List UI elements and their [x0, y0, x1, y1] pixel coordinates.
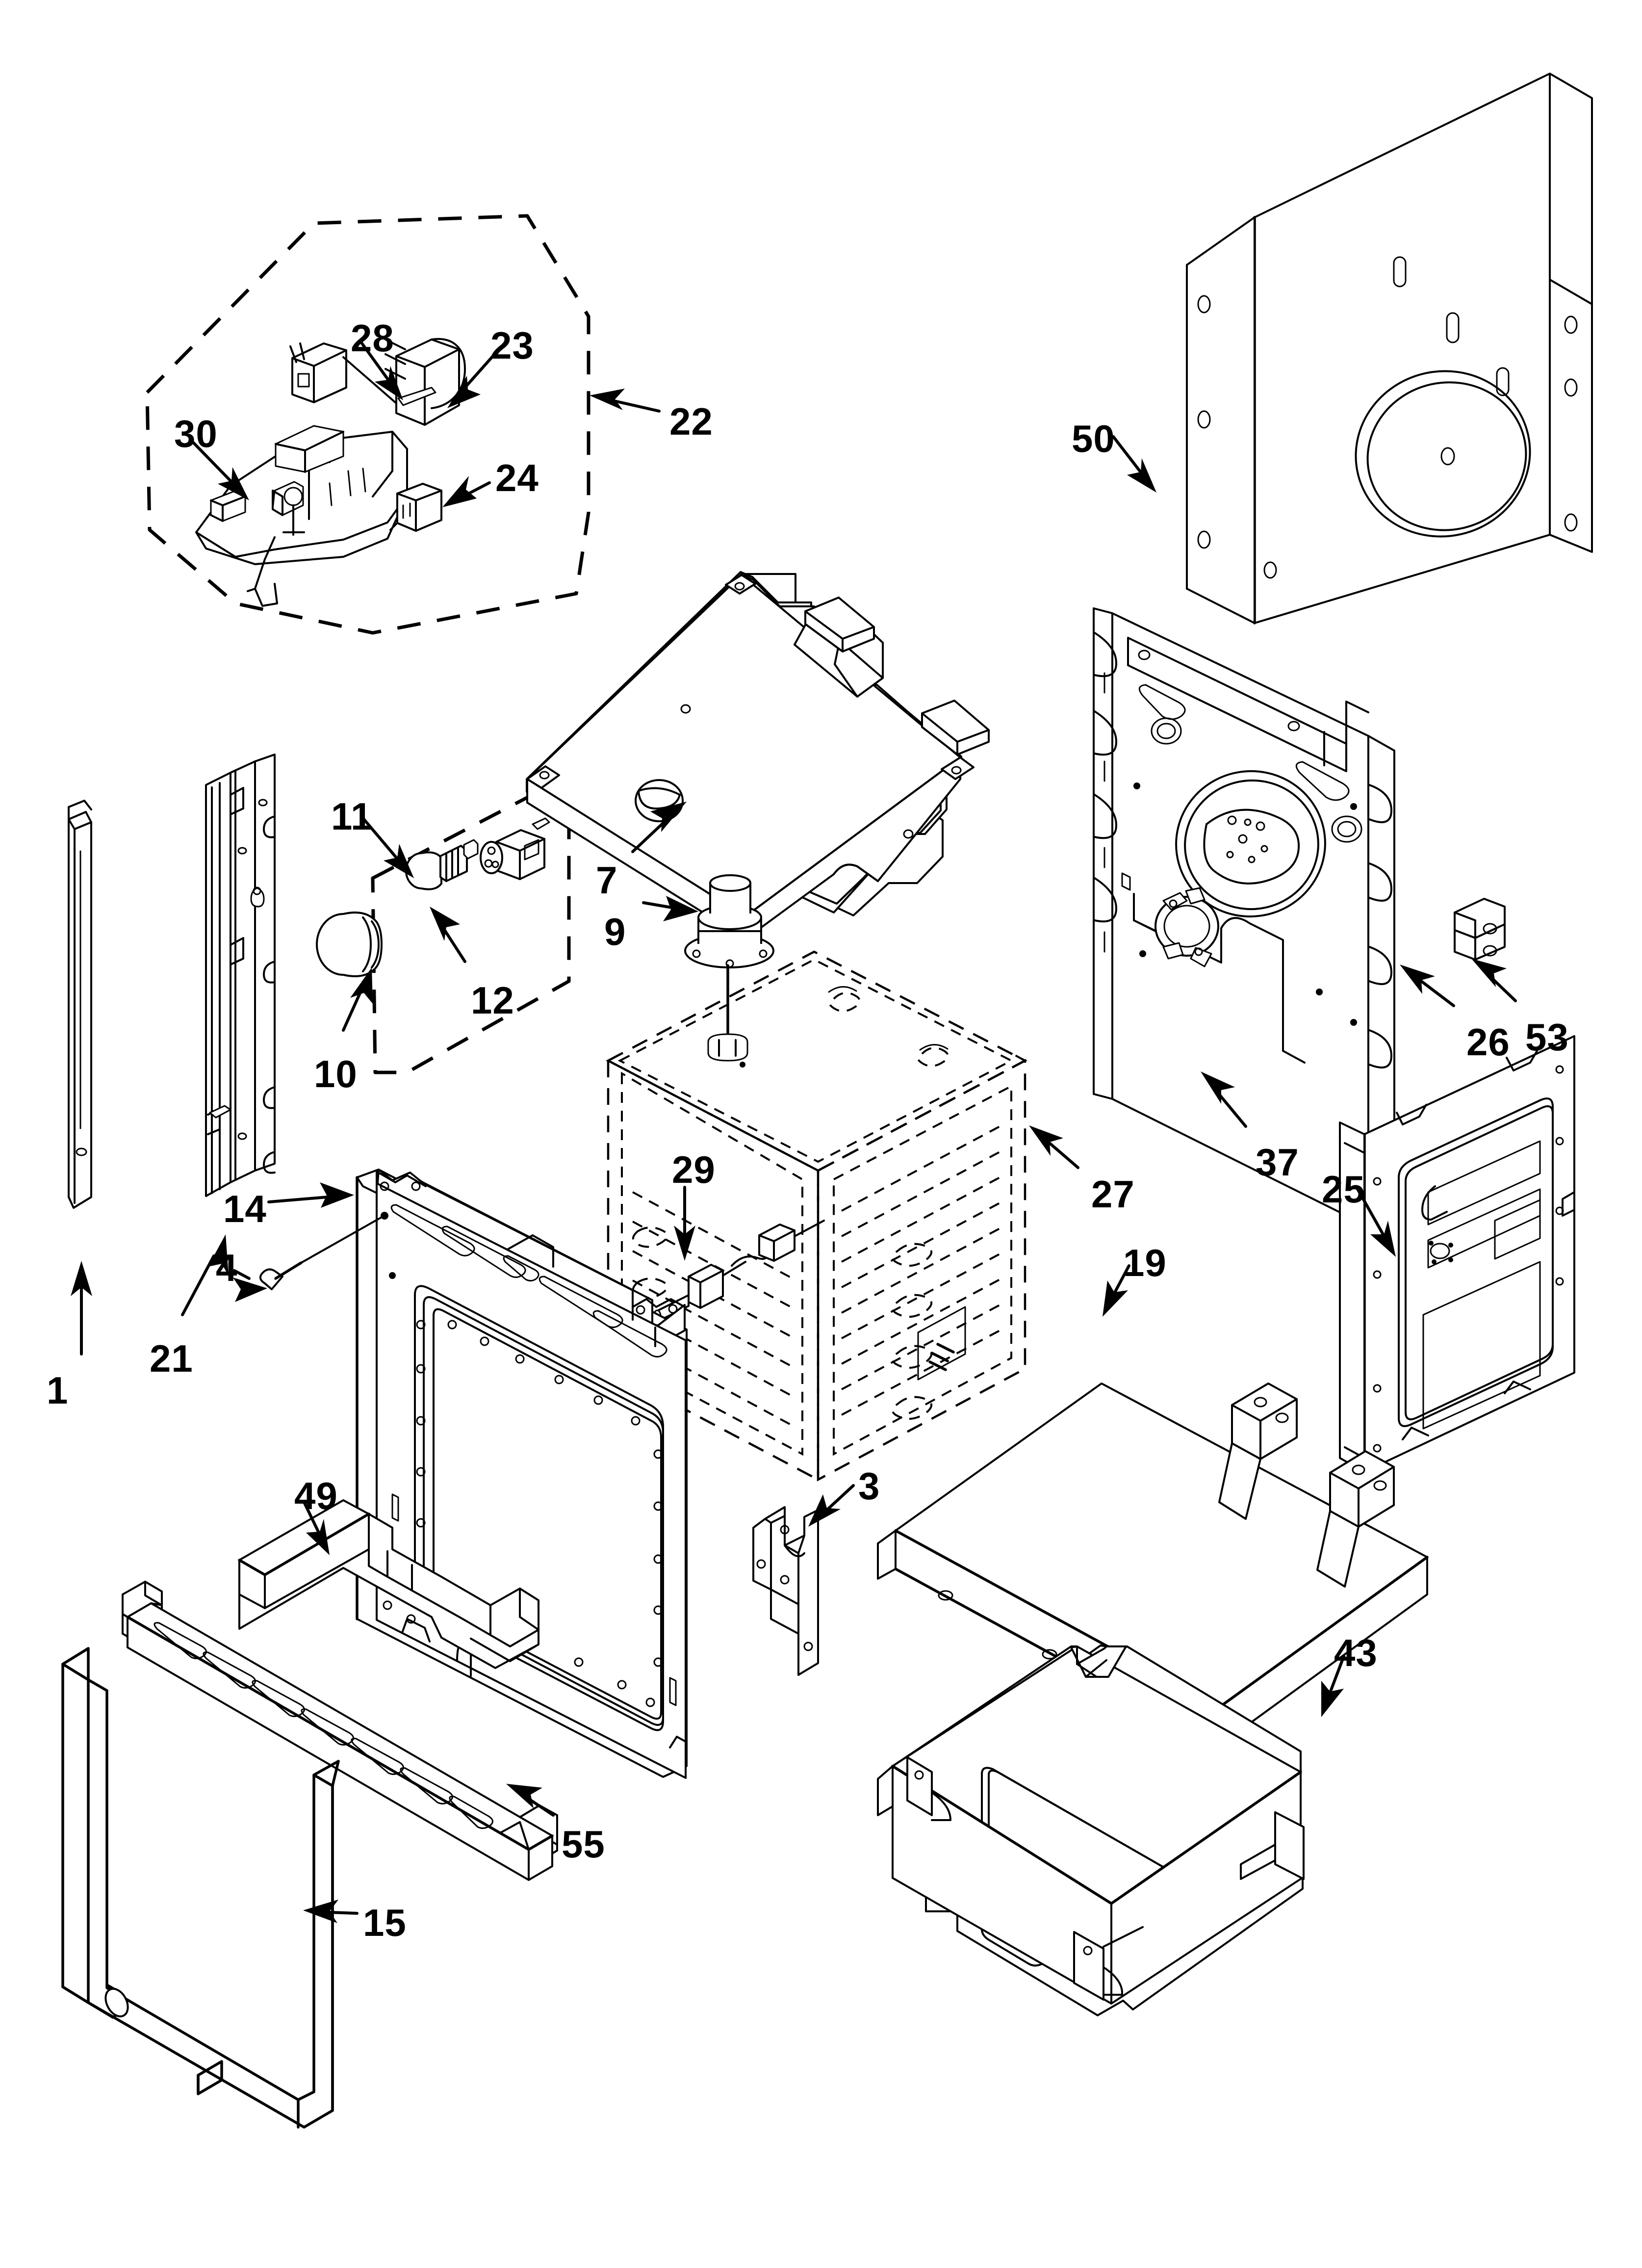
chassis-rear-frame-part — [1093, 607, 1395, 1242]
callout-12: 12 — [471, 979, 514, 1022]
front-trim-strip-part — [122, 1581, 558, 1881]
thermostat-switch-part — [385, 338, 466, 426]
callout-11: 11 — [331, 795, 373, 838]
callout-4: 4 — [216, 1246, 238, 1289]
oven-cavity-insulation-part — [606, 950, 1027, 1482]
callout-49: 49 — [294, 1474, 338, 1517]
callout-22: 22 — [669, 400, 713, 443]
screw-fastener-part — [259, 1212, 388, 1290]
temperature-sensor-part — [653, 1220, 825, 1323]
thermal-fuse-part — [1155, 887, 1219, 967]
vent-tube-assembly-part — [684, 874, 774, 1062]
callout-43: 43 — [1334, 1631, 1378, 1674]
side-rail-part — [205, 754, 276, 1197]
rear-cover-panel-part — [1186, 73, 1593, 625]
callout-28: 28 — [351, 316, 394, 360]
control-mounting-plate-part — [195, 425, 408, 607]
callout-23: 23 — [490, 324, 534, 367]
lower-support-rail-part — [238, 1499, 539, 1669]
callout-37: 37 — [1256, 1141, 1299, 1184]
top-panel-part — [526, 571, 990, 940]
callout-50: 50 — [1072, 417, 1115, 460]
mounting-bracket-part — [752, 1506, 819, 1676]
callout-9: 9 — [604, 910, 626, 953]
relay-switch-part — [289, 342, 412, 417]
callout-27: 27 — [1091, 1173, 1135, 1216]
callout-26: 26 — [1466, 1020, 1510, 1064]
door-gasket-part — [61, 1647, 340, 2129]
callout-7: 7 — [596, 859, 618, 902]
indicator-light-part — [405, 839, 479, 890]
callout-24: 24 — [495, 456, 539, 499]
socket-part — [480, 817, 550, 880]
callout-15: 15 — [363, 1901, 407, 1944]
callout-14: 14 — [223, 1187, 267, 1230]
group-11-dashed-boundary — [371, 788, 571, 1074]
callout-55: 55 — [562, 1823, 605, 1866]
callout-1: 1 — [47, 1369, 69, 1412]
side-trim-strip-part — [68, 800, 92, 1209]
callout-19: 19 — [1123, 1241, 1167, 1284]
micro-switch-part — [389, 483, 442, 532]
callout-29: 29 — [672, 1148, 716, 1191]
callout-53: 53 — [1525, 1016, 1569, 1059]
callout-leaders — [71, 342, 1517, 1923]
knob-part — [316, 912, 383, 977]
callout-3: 3 — [858, 1464, 880, 1508]
callout-21: 21 — [150, 1337, 193, 1380]
callout-25: 25 — [1322, 1168, 1365, 1211]
retaining-clip-part — [1454, 898, 1506, 961]
callout-30: 30 — [174, 412, 218, 455]
callout-10: 10 — [314, 1052, 358, 1095]
rear-access-panel-part — [1339, 1035, 1575, 1473]
group-22-dashed-boundary — [145, 214, 590, 635]
bottom-trim-pan-part — [877, 1644, 1305, 2016]
